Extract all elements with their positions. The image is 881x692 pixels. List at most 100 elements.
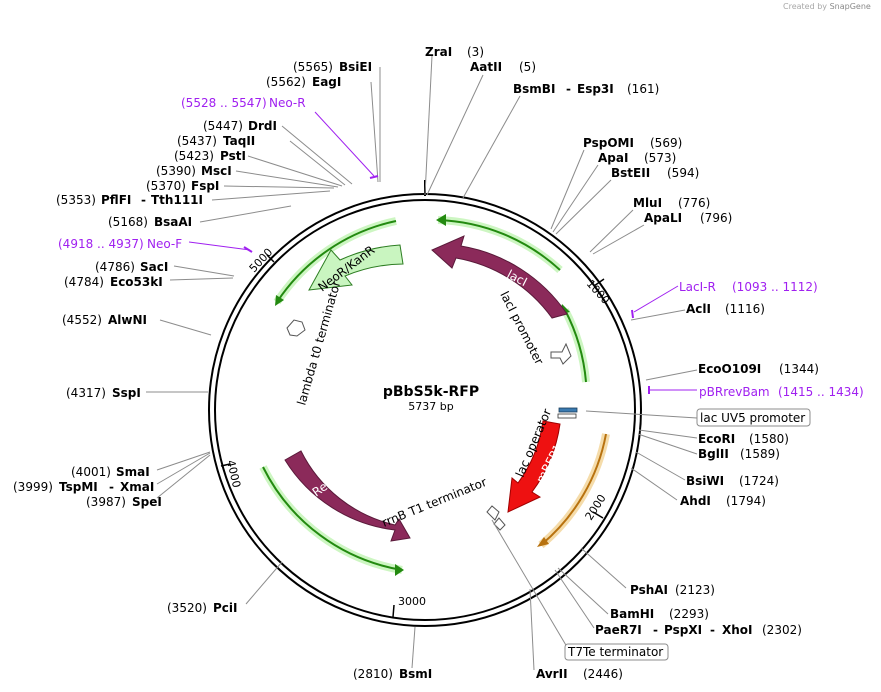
- site-bsiei: BsiEI: [339, 60, 372, 74]
- site-bglii: BglII: [698, 447, 729, 461]
- lacI-promoter-arrow: [550, 342, 572, 365]
- site-bamhi: BamHI: [610, 607, 654, 621]
- svg-text:-: -: [653, 623, 658, 637]
- rep101-arrow[interactable]: [284, 450, 411, 542]
- site-bsmi-pos: (2810): [353, 667, 393, 681]
- site-pcii-pos: (3520): [167, 601, 207, 615]
- site-bsiwi: BsiWI: [686, 474, 724, 488]
- site-bsmi: BsmI: [399, 667, 432, 681]
- site-msci: MscI: [201, 164, 232, 178]
- site-sspi-pos: (4317): [66, 386, 106, 400]
- lambda-t0-terminator-label: lambda t0 terminator: [294, 279, 343, 407]
- t7te-terminator-callout: [564, 643, 669, 661]
- svg-text:-: -: [566, 82, 571, 96]
- lambda-t0-terminator-arrow: [286, 319, 306, 337]
- site-acli: AclI: [686, 302, 711, 316]
- site-bsmbi: BsmBI: [513, 82, 555, 96]
- site-psti-pos: (5423): [174, 149, 214, 163]
- site-acli-pos: (1116): [725, 302, 765, 316]
- site-xmai: XmaI: [120, 480, 154, 494]
- site-msci-pos: (5390): [156, 164, 196, 178]
- site-apai: ApaI: [598, 151, 628, 165]
- primer-laci-r: LacI-R: [679, 280, 716, 294]
- svg-text:-: -: [141, 193, 146, 207]
- rrnb-t1-terminator-arrow: [486, 505, 500, 521]
- site-smai: SmaI: [116, 465, 150, 479]
- site-bsaai-pos: (5168): [108, 215, 148, 229]
- site-taqii-pos: (5437): [177, 134, 217, 148]
- scale-ticks: 1000 2000 3000 4000 5000: [220, 246, 612, 618]
- site-drdi-pos: (5447): [203, 119, 243, 133]
- site-pshai: PshAI: [630, 583, 668, 597]
- site-avrii-pos: (2446): [583, 667, 623, 681]
- tick-label-4000: 4000: [224, 459, 243, 489]
- site-fspi-pos: (5370): [146, 179, 186, 193]
- site-fspi: FspI: [191, 179, 219, 193]
- mrfp1-arrow[interactable]: [507, 420, 561, 513]
- plasmid-size: 5737 bp: [408, 400, 453, 413]
- lac-uv5-promoter-box: [558, 407, 578, 413]
- site-drdi: DrdI: [248, 119, 277, 133]
- rrnb-t1-terminator-label: rrnB T1 terminator: [380, 475, 489, 530]
- site-mlui: MluI: [633, 196, 662, 210]
- credit-prefix: Created by: [783, 2, 828, 11]
- site-sspi: SspI: [112, 386, 141, 400]
- site-ecoo109i: EcoO109I: [698, 362, 761, 376]
- site-pflfi: PflFI: [101, 193, 131, 207]
- snapgene-credit: Created by SnapGene: [783, 2, 879, 14]
- tick-label-3000: 3000: [398, 595, 426, 608]
- site-eco53ki-pos: (4784): [64, 275, 104, 289]
- site-pspxi: PspXI: [664, 623, 702, 637]
- site-ecori-pos: (1580): [749, 432, 789, 446]
- site-ahdi-pos: (1794): [726, 494, 766, 508]
- lac-operator-box: [557, 413, 577, 419]
- lac-uv5-promoter-label: lac UV5 promoter: [700, 411, 805, 425]
- site-apai-pos: (573): [644, 151, 676, 165]
- site-tspmi: TspMI: [59, 480, 98, 494]
- site-ahdi: AhdI: [680, 494, 711, 508]
- site-bsaai: BsaAI: [154, 215, 192, 229]
- site-bsiwi-pos: (1724): [739, 474, 779, 488]
- primer-laci-r-range: (1093 .. 1112): [732, 280, 818, 294]
- lacI-arrow[interactable]: [431, 235, 568, 319]
- svg-text:-: -: [710, 623, 715, 637]
- primer-neo-r-range: (5528 .. 5547): [181, 96, 267, 110]
- site-pcii: PciI: [213, 601, 238, 615]
- site-pspomi: PspOMI: [583, 136, 634, 150]
- site-paer7i: PaeR7I: [595, 623, 642, 637]
- site-bsteii-pos: (594): [667, 166, 699, 180]
- site-spei: SpeI: [132, 495, 162, 509]
- neo-kanr-arrow[interactable]: [308, 244, 404, 291]
- plasmid-name: pBbS5k-RFP: [383, 384, 479, 400]
- site-psti: PstI: [220, 149, 246, 163]
- site-smai-pos: (4001): [71, 465, 111, 479]
- credit-brand: SnapGene: [829, 2, 871, 11]
- primer-neo-r: Neo-R: [269, 96, 306, 110]
- primer-neo-f: Neo-F: [147, 237, 182, 251]
- site-zrai-pos: (3): [467, 45, 484, 59]
- lac-uv5-promoter-callout: [696, 408, 811, 427]
- site-labels-right: ZraI (3) AatII (5) BsmBI - Esp3I (161) P…: [425, 45, 864, 681]
- arc-arrowhead: [436, 214, 446, 226]
- site-saci: SacI: [140, 260, 168, 274]
- tick-label-1000: 1000: [584, 277, 612, 307]
- site-apali: ApaLI: [644, 211, 682, 225]
- site-bsteii: BstEII: [611, 166, 650, 180]
- site-pspomi-pos: (569): [650, 136, 682, 150]
- site-avrii: AvrII: [536, 667, 568, 681]
- t7te-terminator-label: T7Te terminator: [567, 645, 663, 659]
- t7te-terminator-arrow: [493, 517, 506, 531]
- site-eco53ki: Eco53kI: [110, 275, 163, 289]
- site-bglii-pos: (1589): [740, 447, 780, 461]
- site-aatii-pos: (5): [519, 60, 536, 74]
- site-eagi: EagI: [312, 75, 341, 89]
- site-alwni: AlwNI: [108, 313, 147, 327]
- site-bsiei-pos: (5565): [293, 60, 333, 74]
- site-pshai-pos: (2123): [675, 583, 715, 597]
- site-paer7i-pos: (2302): [762, 623, 802, 637]
- site-leaders: [146, 55, 698, 671]
- site-saci-pos: (4786): [95, 260, 135, 274]
- site-eagi-pos: (5562): [266, 75, 306, 89]
- site-esp3i: Esp3I: [577, 82, 614, 96]
- primer-leaders: [188, 111, 697, 394]
